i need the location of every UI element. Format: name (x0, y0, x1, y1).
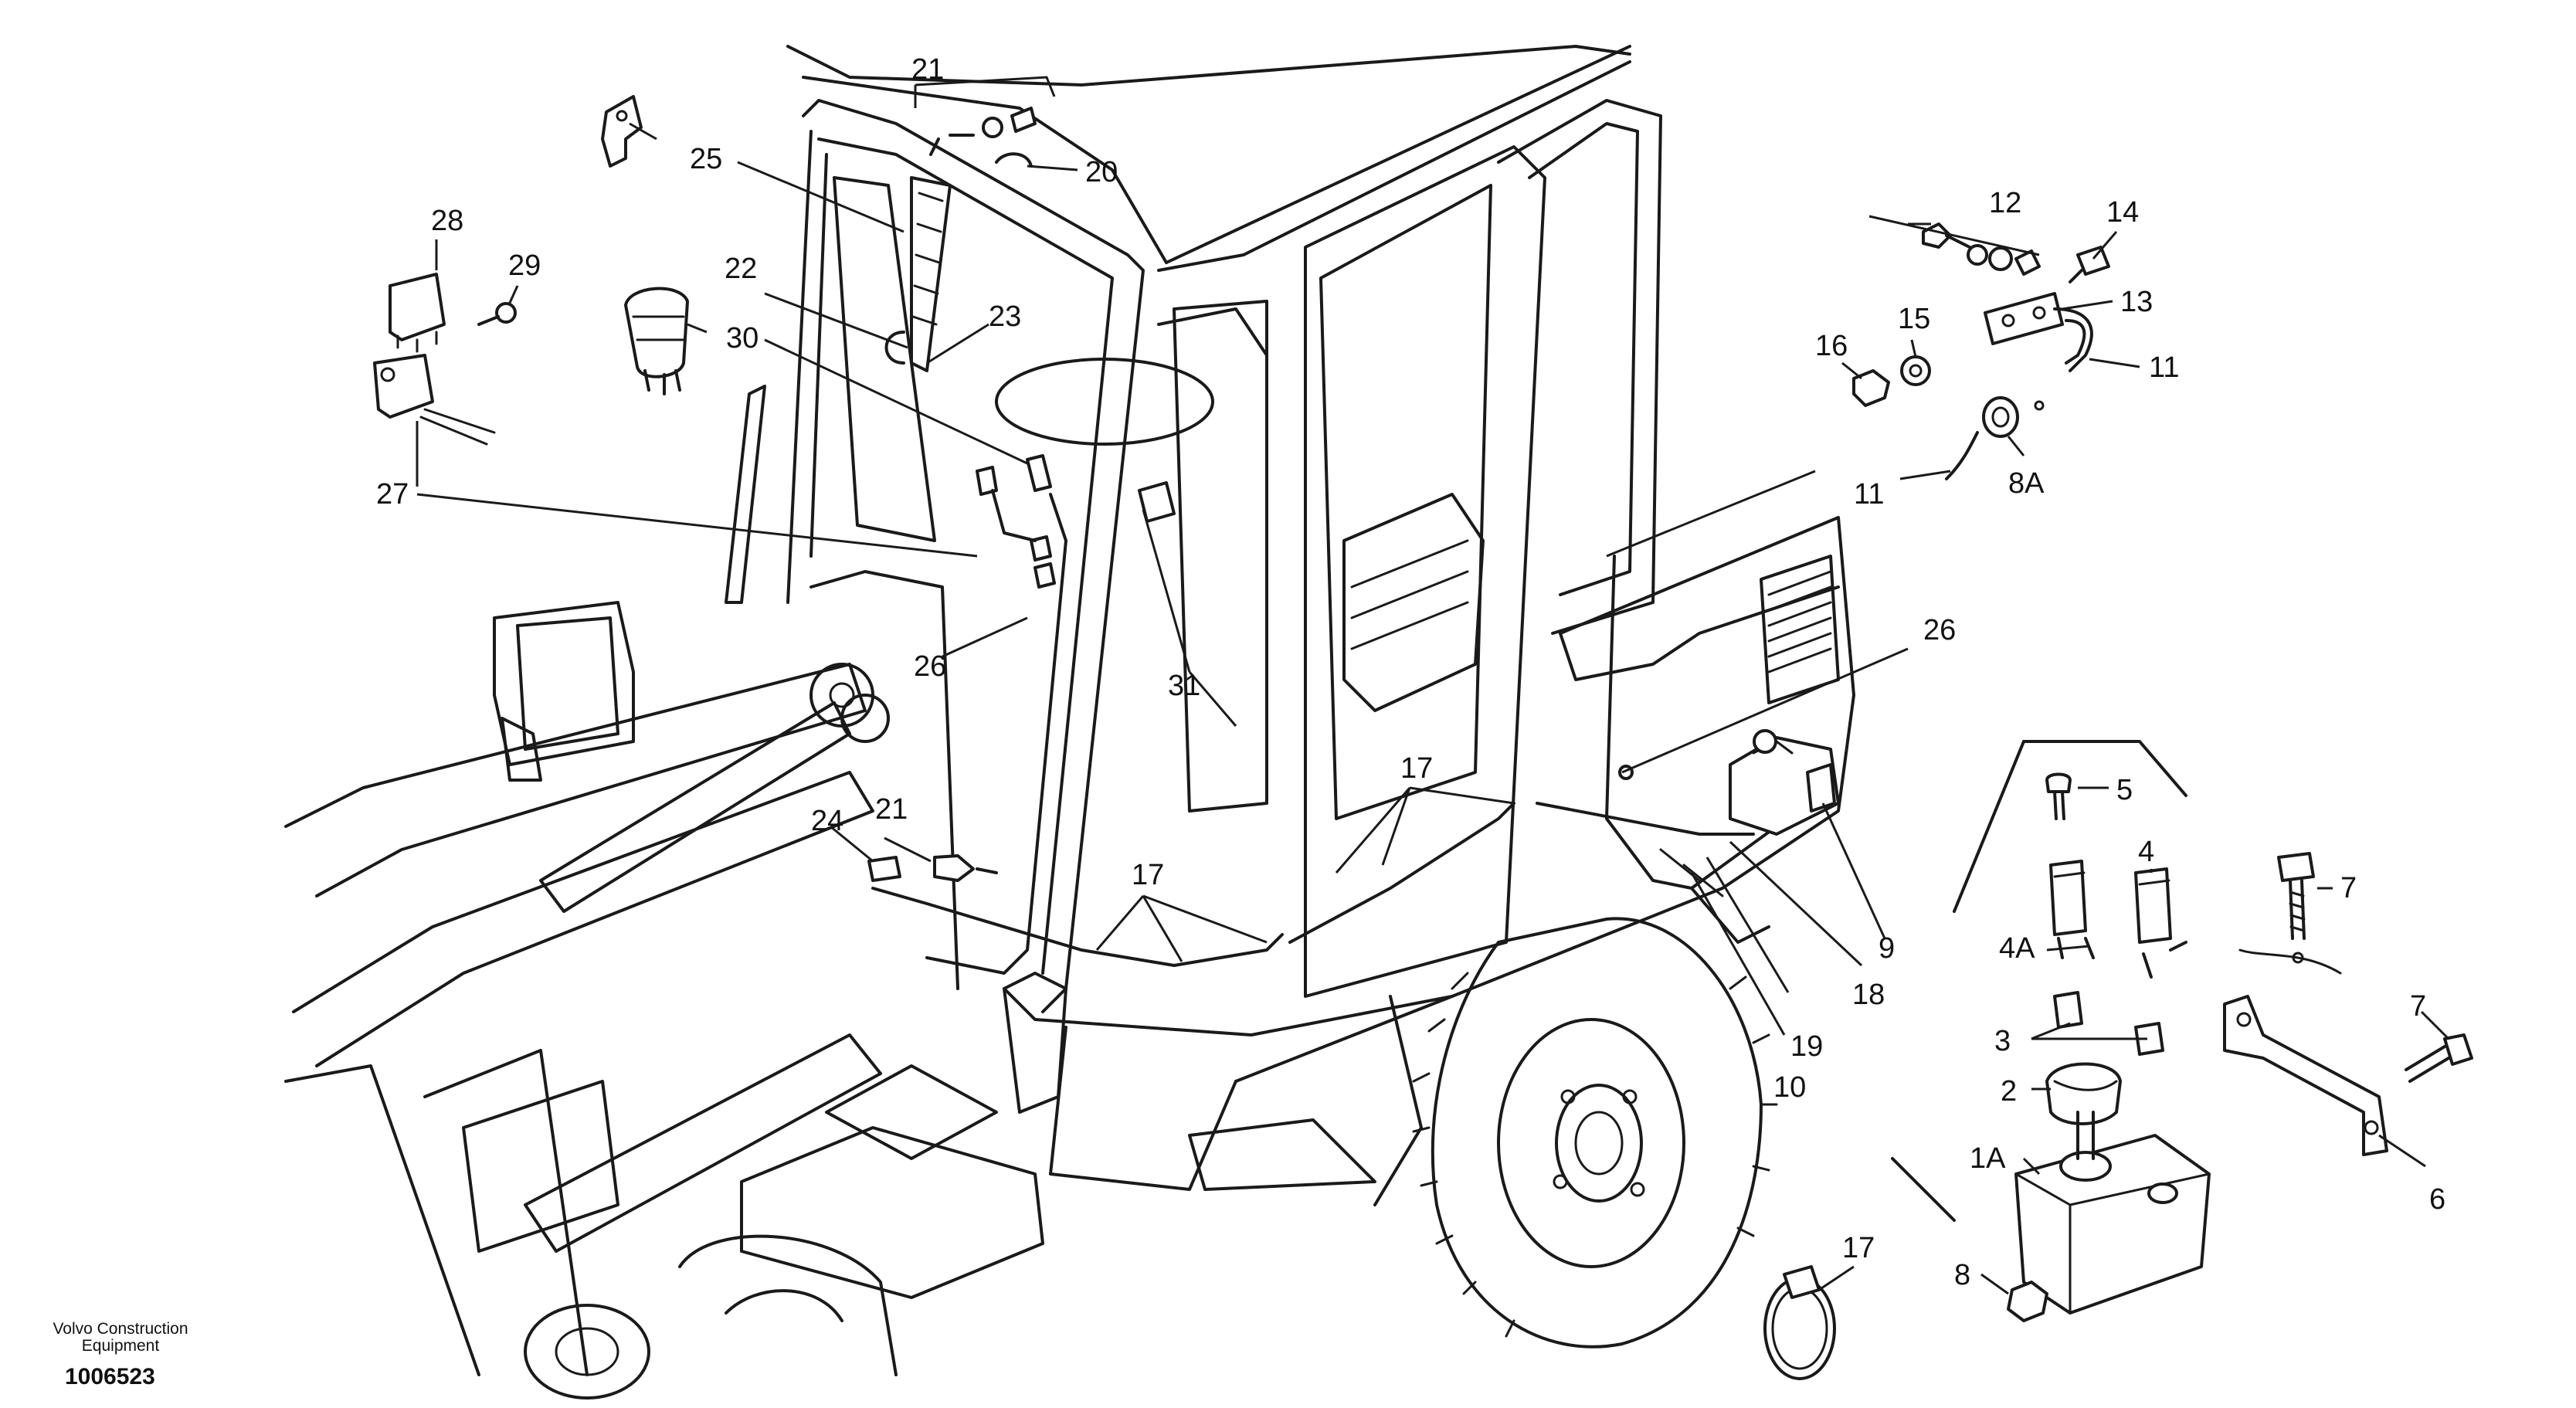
callout-19: 19 (1790, 1030, 1823, 1063)
callout-6: 6 (2429, 1183, 2445, 1216)
callout-4: 4 (2138, 836, 2154, 868)
leader-lines (416, 76, 2450, 1295)
callout-5: 5 (2116, 774, 2133, 806)
pump-4 (2134, 867, 2187, 979)
screw-29 (477, 302, 517, 326)
hose-clamp-17 (1763, 1265, 1836, 1380)
callout-26-left: 26 (914, 650, 946, 683)
callout-25: 25 (690, 143, 722, 175)
callout-21-bottom: 21 (875, 793, 908, 826)
brand-line-2: Equipment (81, 1337, 160, 1355)
callout-16: 16 (1815, 330, 1848, 362)
callout-7-upper: 7 (2340, 872, 2357, 904)
callout-15: 15 (1898, 303, 1930, 335)
callout-18: 18 (1852, 979, 1885, 1011)
hose-end-11 (1945, 431, 1979, 480)
callout-17-clamp: 17 (1842, 1232, 1875, 1264)
loader-arms (284, 601, 1067, 1400)
callout-22: 22 (725, 253, 757, 285)
callout-9: 9 (1879, 932, 1895, 965)
washer-hose-20 (929, 107, 1037, 168)
wiper-22 (884, 176, 952, 372)
switch-30 (624, 287, 689, 395)
callout-4A: 4A (1999, 932, 2035, 965)
relay-28 (389, 273, 446, 353)
callout-8A: 8A (2008, 467, 2045, 500)
callout-17-middle: 17 (1400, 752, 1433, 785)
callout-24: 24 (811, 805, 843, 837)
reservoir-1A (2014, 1111, 2211, 1315)
callout-3: 3 (1994, 1025, 2011, 1057)
bracket-6 (2223, 948, 2388, 1156)
washer-15 (1900, 355, 1931, 386)
cab-frame (725, 45, 1662, 1013)
hose-11 (2053, 307, 2093, 372)
cap-5 (2045, 772, 2072, 820)
callout-1A: 1A (1970, 1142, 2006, 1175)
callout-labels: 21 20 25 22 23 30 28 29 27 26 31 24 21 1… (376, 53, 2445, 1291)
callout-12: 12 (1989, 187, 2021, 219)
callout-14: 14 (2106, 196, 2139, 229)
connectors-26-31 (976, 454, 1176, 589)
machine-body (809, 516, 1855, 1206)
wiring-harness (871, 493, 1809, 975)
callout-11-lower: 11 (1854, 478, 1884, 511)
callout-8: 8 (1954, 1259, 1970, 1291)
bolt-7-horizontal (2405, 1033, 2473, 1083)
callout-23: 23 (989, 300, 1021, 333)
callout-31: 31 (1168, 670, 1200, 702)
rear-wheel (1412, 917, 1778, 1349)
callout-21-top: 21 (911, 53, 944, 86)
document-number: 1006523 (65, 1364, 155, 1389)
nozzle-24-21 (867, 854, 998, 882)
callout-27: 27 (376, 478, 409, 511)
callout-30: 30 (726, 322, 759, 355)
callout-11-upper: 11 (2149, 351, 2179, 384)
brand-line-1: Volvo Construction (53, 1320, 188, 1338)
nut-8 (2007, 1281, 2048, 1322)
relay-socket-27 (373, 354, 496, 446)
brand-caption: Volvo Construction Equipment (28, 1321, 213, 1355)
washer-pump-bracket-9 (1618, 729, 1840, 836)
pump-4A (2049, 860, 2095, 959)
callout-7-lower: 7 (2410, 990, 2426, 1023)
callout-10: 10 (1773, 1071, 1806, 1104)
clip-13 (1984, 292, 2064, 345)
callout-28: 28 (431, 205, 463, 237)
callout-13: 13 (2120, 286, 2153, 318)
bolt-7-vertical (2277, 852, 2315, 940)
callout-26-right: 26 (1923, 614, 1956, 646)
callout-29: 29 (508, 249, 541, 282)
grommet-8A (1982, 396, 2045, 438)
callout-17-left: 17 (1132, 859, 1164, 891)
reservoir-group (1891, 740, 2187, 1222)
callout-2: 2 (2001, 1075, 2017, 1108)
bracket-25 (601, 95, 643, 168)
callout-20: 20 (1085, 156, 1118, 188)
screw-14 (2069, 246, 2110, 283)
nut-16 (1852, 369, 1890, 407)
grommets-3 (2053, 991, 2164, 1056)
filler-cap-2 (2045, 1062, 2122, 1125)
